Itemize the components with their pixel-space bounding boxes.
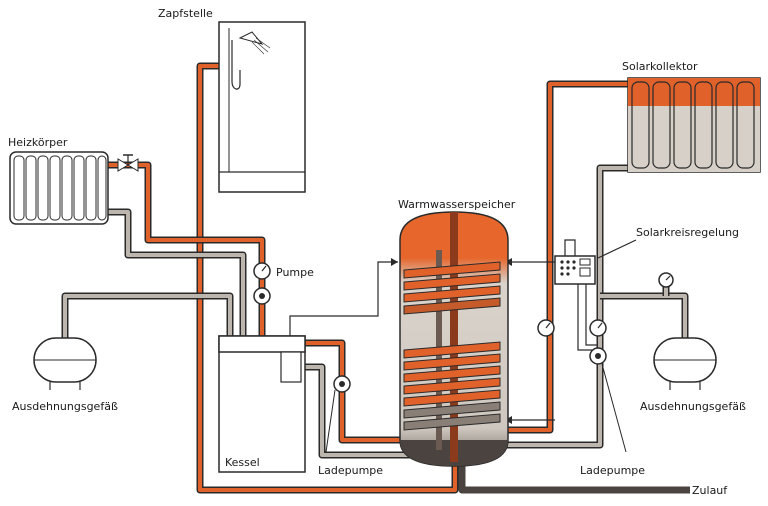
label-expansion-right: Ausdehnungsgefäß	[640, 400, 746, 413]
expansion-vessel-right	[653, 337, 717, 390]
label-radiator: Heizkörper	[8, 136, 68, 149]
tap-unit	[218, 21, 306, 193]
solar-gauges	[537, 272, 674, 453]
pipe-cold-solar	[505, 164, 628, 449]
radiator	[9, 151, 139, 225]
label-pump: Pumpe	[276, 266, 314, 279]
solar-controller	[554, 255, 596, 285]
shower-head-icon	[238, 31, 264, 45]
lower-coil	[403, 341, 501, 431]
boiler-panel	[280, 351, 302, 383]
charge-pump-left	[325, 375, 351, 453]
label-tap: Zapfstelle	[158, 7, 213, 20]
labels: Zapfstelle Heizkörper Pumpe Ausdehnungsg…	[8, 7, 746, 497]
pipe-inlet	[458, 462, 690, 494]
label-expansion-left: Ausdehnungsgefäß	[12, 400, 118, 413]
shower-cabin	[218, 21, 306, 193]
upper-coil	[403, 261, 501, 315]
pipe-cold-expansion-left	[61, 292, 234, 340]
boiler	[218, 335, 306, 473]
control-wires	[289, 239, 637, 424]
storage-tank	[399, 211, 509, 467]
label-boiler: Kessel	[225, 456, 260, 469]
expansion-vessel-left	[33, 337, 97, 390]
label-collector: Solarkollektor	[622, 60, 698, 73]
label-inlet: Zulauf	[692, 484, 728, 497]
label-storage: Warmwasserspeicher	[398, 198, 516, 211]
solar-collector	[627, 77, 761, 173]
radiator-valve-icon	[117, 158, 129, 172]
pipe-cold-expansion-right	[600, 292, 689, 340]
label-charge-pump-right: Ladepumpe	[580, 464, 645, 477]
heating-pump-group	[253, 262, 271, 305]
label-controller: Solarkreisregelung	[636, 226, 739, 239]
label-charge-pump-left: Ladepumpe	[318, 464, 383, 477]
